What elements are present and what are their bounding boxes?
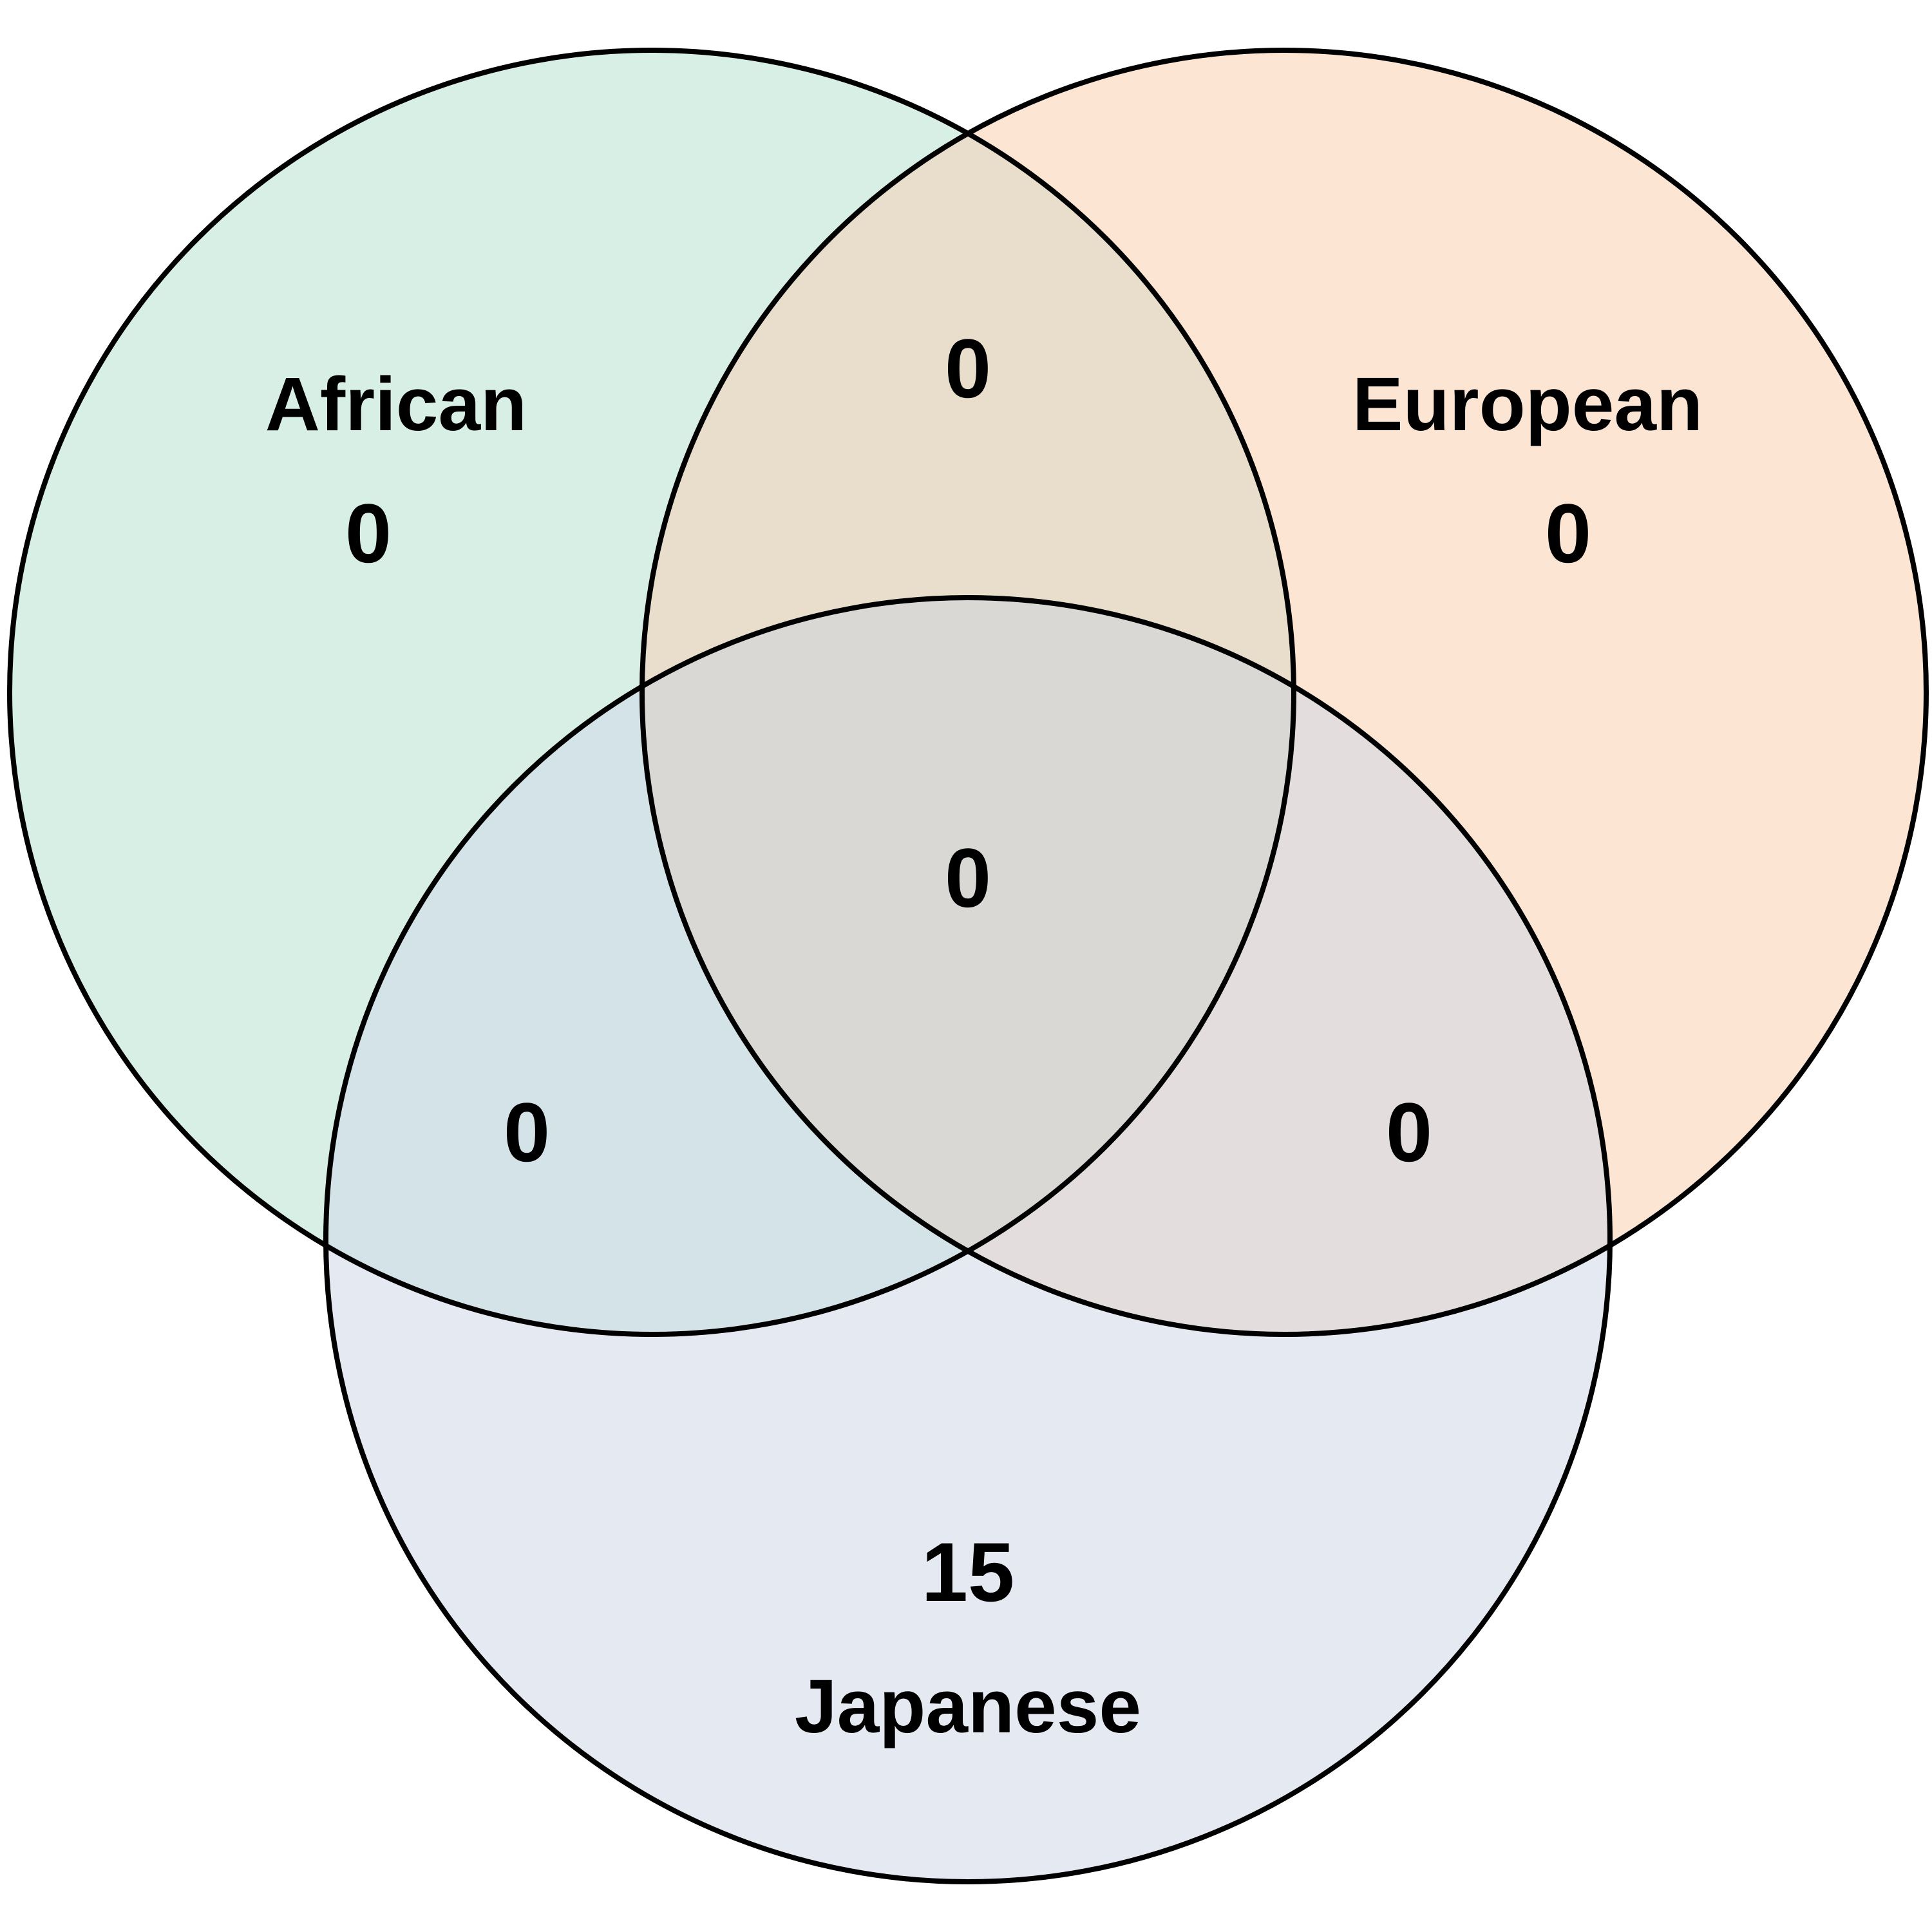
european-japanese-count: 0: [1386, 1085, 1432, 1179]
japanese-only-count: 15: [922, 1525, 1015, 1619]
all-three-count: 0: [945, 831, 991, 925]
european-only-count: 0: [1545, 486, 1591, 580]
japanese-label: Japanese: [795, 1664, 1141, 1749]
european-circle-outline: [639, 48, 1929, 1337]
african-circle-outline: [7, 48, 1296, 1337]
african-japanese-count: 0: [504, 1085, 550, 1179]
african-only-count: 0: [345, 486, 392, 580]
japanese-circle-outline: [323, 595, 1613, 1884]
african-european-count: 0: [945, 321, 991, 415]
european-label: European: [1352, 362, 1703, 447]
african-label: African: [265, 362, 527, 447]
